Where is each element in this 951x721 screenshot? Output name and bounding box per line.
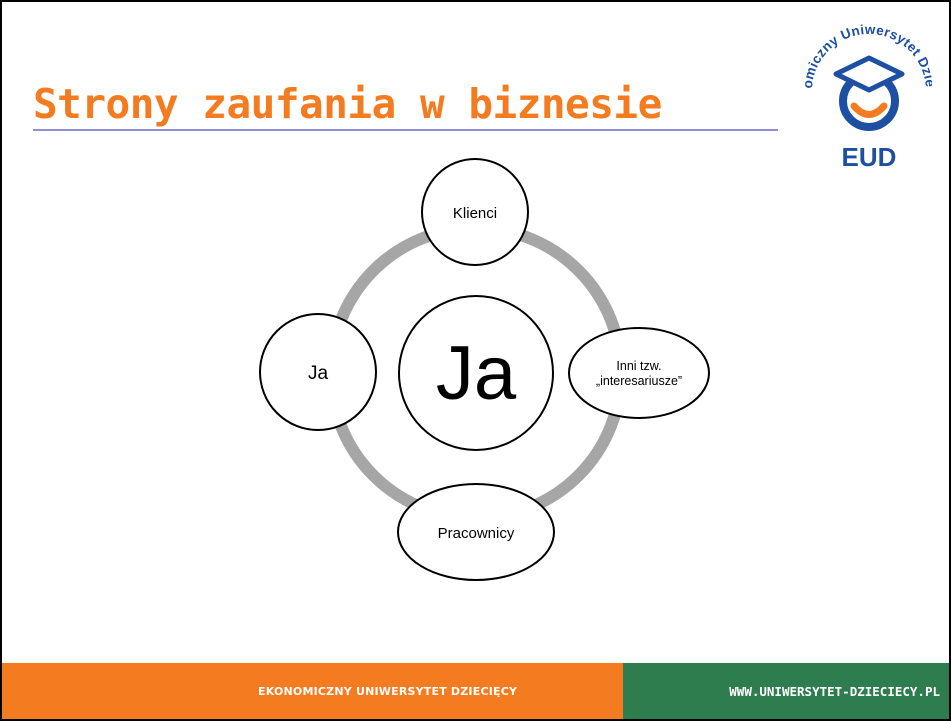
node-bottom-label: Pracownicy	[438, 525, 515, 542]
node-right	[568, 327, 710, 419]
logo-smile	[850, 102, 888, 118]
footer-bar: EKONOMICZNY UNIWERSYTET DZIECIĘCY WWW.UN…	[2, 663, 949, 719]
eud-logo: Ekonomiczny Uniwersytet Dziecięcy EUD	[802, 6, 932, 172]
slide-title: Strony zaufania w biznesie	[33, 80, 662, 128]
footer-url-link[interactable]: WWW.UNIWERSYTET-DZIECIECY.PL	[729, 684, 940, 699]
node-right-label-line1: Inni tzw.	[616, 359, 661, 373]
mortarboard-icon	[833, 55, 905, 93]
logo-acronym: EUD	[842, 142, 897, 172]
node-left	[259, 313, 377, 431]
node-top-label: Klienci	[453, 205, 497, 222]
node-top	[421, 158, 529, 266]
node-bottom	[397, 483, 555, 581]
center-node-label: Ja	[436, 331, 517, 416]
node-left-label: Ja	[308, 363, 329, 384]
footer-url-box: WWW.UNIWERSYTET-DZIECIECY.PL	[623, 663, 949, 719]
node-right-label-line2: „interesariusze”	[596, 374, 682, 388]
center-node	[398, 295, 554, 451]
title-underline	[33, 129, 778, 131]
footer-organization-name: EKONOMICZNY UNIWERSYTET DZIECIĘCY	[258, 685, 518, 698]
